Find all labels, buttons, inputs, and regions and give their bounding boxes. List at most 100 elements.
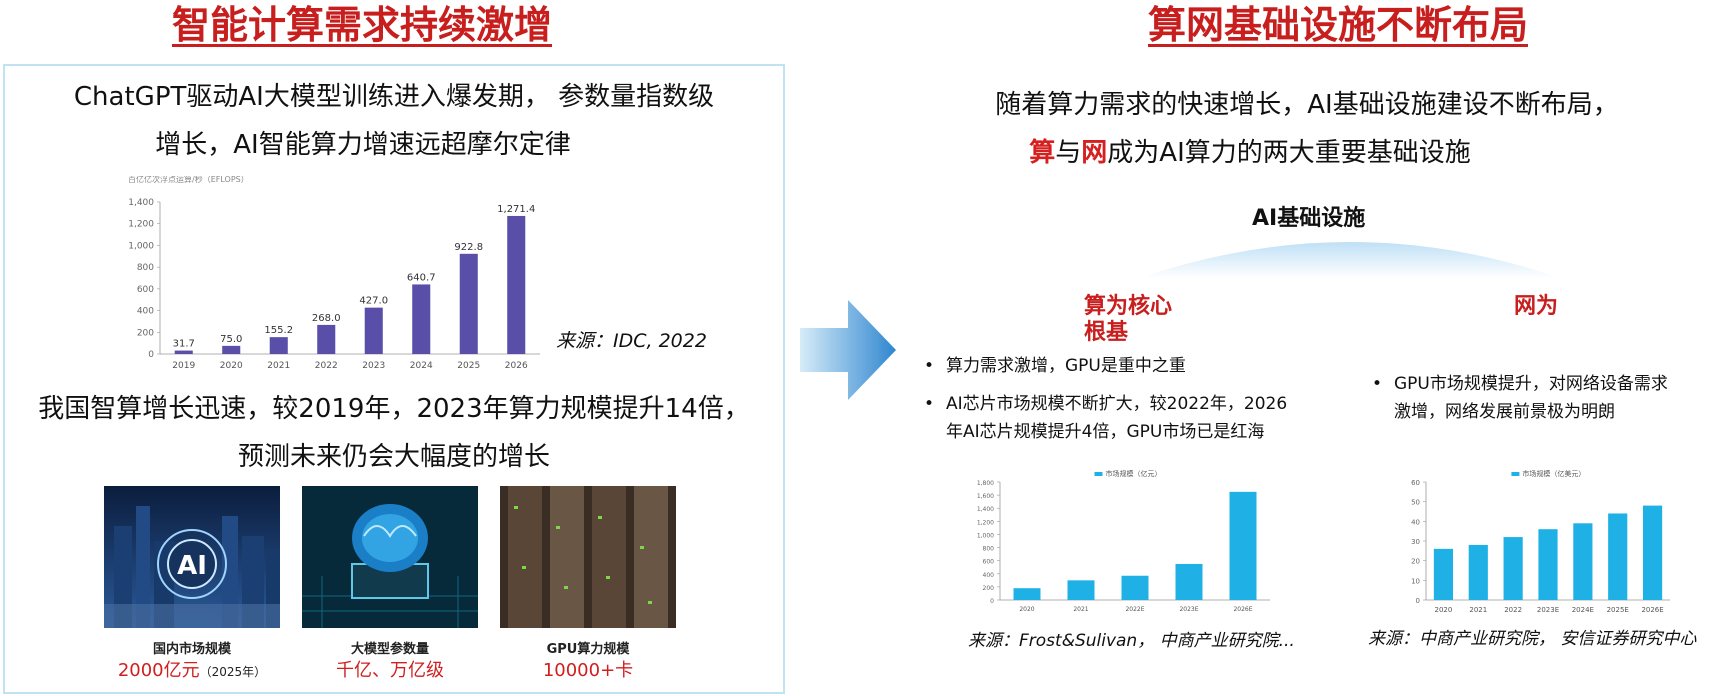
bar — [269, 337, 288, 354]
bar — [317, 324, 336, 354]
legend-swatch — [1094, 472, 1103, 476]
legend-swatch — [1511, 472, 1520, 476]
x-tick-label: 2020 — [1435, 606, 1453, 614]
bullet-left-1-text: 算力需求激增，GPU是重中之重 — [946, 356, 1186, 376]
intro-and: 与 — [1055, 138, 1082, 168]
legend-label: 市场规模（亿元） — [1106, 469, 1162, 478]
bar-value-label: 268.0 — [312, 313, 341, 324]
card2-title: 大模型参数量 — [350, 642, 429, 657]
bar — [507, 215, 526, 354]
bar — [1573, 523, 1593, 600]
bar — [1229, 491, 1257, 600]
bar-value-label: 640.7 — [407, 272, 436, 283]
card1-value: 2000亿元（2025年） — [90, 656, 294, 682]
x-tick-label: 2026E — [1641, 606, 1663, 614]
pillar-compute-title: 算为核心 根基 — [1084, 294, 1172, 346]
y-tick-label: 0 — [1416, 597, 1420, 605]
y-tick-label: 200 — [983, 585, 995, 592]
intro-highlight-compute: 算 — [1029, 138, 1056, 168]
left-growth-line1: 我国智算增长迅速，较2019年，2023年算力规模提升14倍， — [38, 394, 750, 424]
bar — [1433, 548, 1454, 600]
y-tick-label: 600 — [137, 285, 154, 295]
brain-chip-image — [302, 486, 478, 628]
bullet-dot: • — [924, 356, 935, 376]
bar-value-label: 75.0 — [220, 334, 242, 345]
y-tick-label: 400 — [137, 307, 154, 317]
source-left: 来源：Frost&Sulivan， 中商产业研究院... — [968, 631, 1295, 651]
gpu-server-image — [500, 486, 676, 628]
idc-chart-source: 来源：IDC, 2022 — [556, 330, 707, 352]
x-tick-label: 2024 — [410, 361, 433, 371]
y-tick-label: 200 — [137, 328, 154, 338]
x-tick-label: 2021 — [1469, 606, 1487, 614]
y-tick-label: 800 — [983, 546, 995, 553]
x-tick-label: 2022E — [1125, 606, 1144, 613]
bar-value-label: 427.0 — [359, 296, 388, 307]
x-tick-label: 2022 — [315, 361, 338, 371]
bullet-right-1: •GPU市场规模提升，对网络设备需求 激增，网络发展前景极为明朗 — [1372, 370, 1668, 426]
y-tick-label: 10 — [1411, 577, 1420, 585]
card1-value-number: 2000亿元 — [117, 660, 200, 681]
infra-label: AI基础设施 — [1252, 206, 1366, 231]
x-tick-label: 2019 — [172, 361, 195, 371]
bar-value-label: 155.2 — [264, 325, 293, 336]
bar — [364, 307, 383, 354]
ai-city-image: AI — [104, 486, 280, 628]
x-tick-label: 2023E — [1179, 606, 1198, 613]
x-tick-label: 2026E — [1233, 606, 1252, 613]
card1-title: 国内市场规模 — [152, 642, 231, 657]
x-tick-label: 2020 — [1019, 606, 1034, 613]
y-tick-label: 1,000 — [128, 241, 154, 251]
x-tick-label: 2020 — [220, 361, 243, 371]
bullet-left-2: •AI芯片市场规模不断扩大，较2022年，2026 年AI芯片规模提升4倍，GP… — [924, 390, 1287, 446]
x-tick-label: 2023 — [362, 361, 385, 371]
y-tick-label: 600 — [983, 559, 995, 566]
bar — [174, 350, 193, 354]
left-growth-line2: 预测未来仍会大幅度的增长 — [237, 442, 550, 472]
pillar-network-title: 网为 — [1514, 294, 1559, 319]
card1-value-note: （2025年） — [199, 665, 267, 679]
bar-value-label: 31.7 — [173, 339, 195, 350]
y-tick-label: 60 — [1411, 479, 1420, 487]
bullet-left-2-text-b: 年AI芯片规模提升4倍，GPU市场已是红海 — [946, 422, 1265, 442]
bar-value-label: 922.8 — [454, 242, 483, 253]
bar — [1608, 513, 1628, 600]
bar — [1468, 544, 1488, 600]
bar-value-label: 1,271.4 — [497, 204, 535, 215]
bar — [1538, 529, 1558, 600]
brain-chip-photo — [302, 486, 478, 628]
y-tick-label: 20 — [1411, 558, 1420, 566]
x-tick-label: 2025E — [1607, 606, 1629, 614]
right-arrow-icon — [800, 300, 896, 400]
y-tick-label: 0 — [990, 598, 994, 605]
bar — [1067, 580, 1095, 600]
bar — [1121, 575, 1149, 600]
bar — [412, 284, 431, 354]
y-tick-label: 1,400 — [128, 198, 154, 208]
right-section-title: 算网基础设施不断布局 — [1148, 3, 1529, 47]
x-tick-label: 2022 — [1504, 606, 1522, 614]
y-tick-label: 1,400 — [977, 506, 994, 513]
bullet-right-1-text-b: 激增，网络发展前景极为明朗 — [1394, 402, 1615, 422]
legend-label: 市场规模（亿美元） — [1522, 469, 1585, 478]
x-tick-label: 2024E — [1572, 606, 1594, 614]
y-tick-label: 30 — [1411, 538, 1420, 546]
right-intro-line2: 算与网成为AI算力的两大重要基础设施 — [900, 128, 1600, 178]
pillar-compute-line1: 算为核心 — [1084, 294, 1173, 319]
idc-compute-bar-chart: 百亿亿次浮点运算/秒（EFLOPS）02004006008001,0001,20… — [128, 176, 540, 371]
gpu-server-photo — [500, 486, 676, 628]
pillar-compute-line2: 根基 — [1084, 320, 1129, 345]
intro-rest: 成为AI算力的两大重要基础设施 — [1107, 138, 1471, 168]
left-intro-line2: 增长，AI智能算力增速远超摩尔定律 — [155, 130, 571, 160]
card3-value: 10000+卡 — [542, 660, 634, 681]
bullet-left-2-text-a: AI芯片市场规模不断扩大，较2022年，2026 — [946, 394, 1288, 414]
y-tick-label: 1,000 — [977, 532, 994, 539]
bullet-right-1-text-a: GPU市场规模提升，对网络设备需求 — [1394, 374, 1668, 394]
bar — [1013, 588, 1041, 600]
y-tick-label: 1,800 — [977, 480, 994, 487]
x-tick-label: 2021 — [1073, 606, 1088, 613]
y-tick-label: 800 — [137, 263, 154, 273]
infra-roof-shape — [1140, 242, 1560, 278]
intro-highlight-network: 网 — [1081, 138, 1108, 168]
y-tick-label: 1,200 — [128, 220, 154, 230]
